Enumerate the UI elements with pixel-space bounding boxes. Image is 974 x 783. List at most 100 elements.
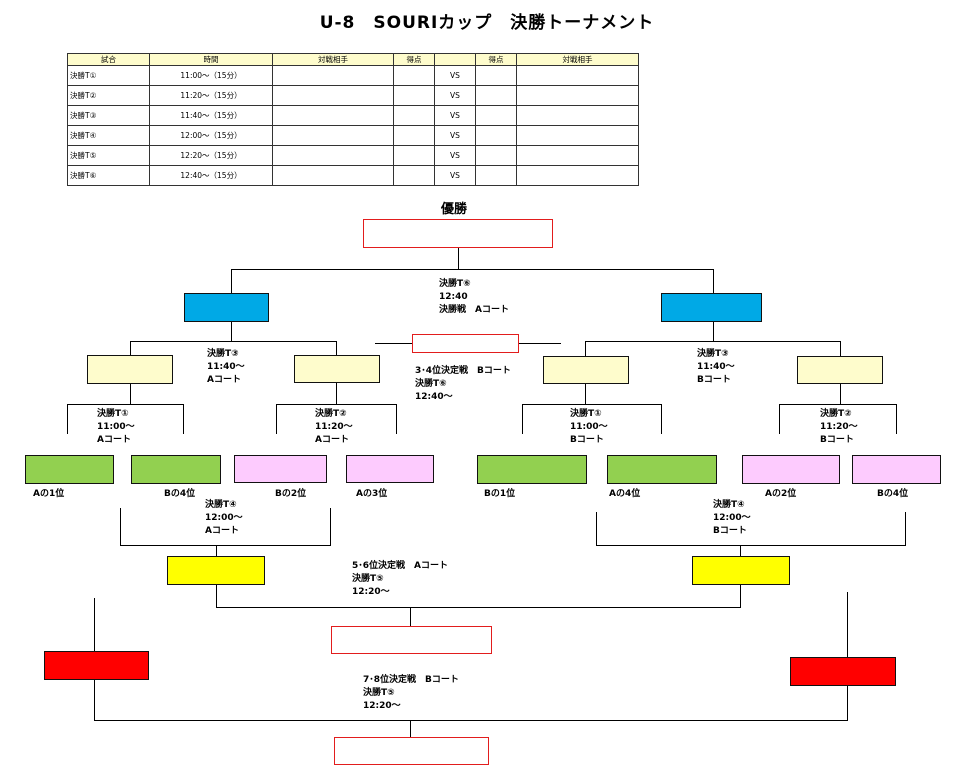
semi-left-b-box[interactable] <box>294 355 380 383</box>
match-cell: 決勝T⑥ <box>67 165 150 186</box>
seed-label-b4: Bの4位 <box>164 489 196 499</box>
opponent-cell[interactable] <box>516 65 639 86</box>
fifth-place-box[interactable] <box>331 626 492 654</box>
score-cell[interactable] <box>475 125 517 146</box>
bracket-line <box>740 545 741 556</box>
time-cell: 11:00～（15分） <box>149 65 273 86</box>
score-cell[interactable] <box>475 145 517 166</box>
seventh-place-box[interactable] <box>334 737 489 765</box>
bracket-line <box>67 404 184 405</box>
bracket-line <box>130 341 337 342</box>
score-cell[interactable] <box>393 125 435 146</box>
left-semi-match: 決勝T③ <box>207 349 239 359</box>
score-cell[interactable] <box>393 165 435 186</box>
header-score-1: 得点 <box>393 53 435 66</box>
bracket-line <box>713 322 714 341</box>
header-opponent-2: 対戦相手 <box>516 53 639 66</box>
match-cell: 決勝T③ <box>67 105 150 126</box>
right-semi-match: 決勝T③ <box>697 349 729 359</box>
score-cell[interactable] <box>475 105 517 126</box>
bracket-line <box>216 607 741 608</box>
bracket-line <box>336 341 337 355</box>
score-cell[interactable] <box>393 105 435 126</box>
bracket-line <box>585 341 841 342</box>
bracket-line <box>585 341 586 356</box>
header-opponent-1: 対戦相手 <box>272 53 394 66</box>
final-right-box[interactable] <box>661 293 762 322</box>
semi-left-a-box[interactable] <box>87 355 173 384</box>
left-semi-court: Aコート <box>207 375 241 385</box>
third-place-box[interactable] <box>412 334 519 353</box>
bracket-line <box>231 322 232 341</box>
seed-box-b4[interactable] <box>131 455 221 484</box>
right-t4-court: Bコート <box>713 526 747 536</box>
opponent-cell[interactable] <box>272 65 394 86</box>
score-cell[interactable] <box>475 165 517 186</box>
opponent-cell[interactable] <box>516 85 639 106</box>
bracket-line <box>120 545 331 546</box>
score-cell[interactable] <box>393 85 435 106</box>
seed-box-b4-right[interactable] <box>852 455 941 484</box>
score-cell[interactable] <box>475 65 517 86</box>
seventh-right-box[interactable] <box>790 657 896 686</box>
bracket-line <box>130 384 131 404</box>
bracket-line <box>458 248 459 269</box>
bracket-line <box>375 343 412 344</box>
seed-box-a3[interactable] <box>346 455 434 483</box>
opponent-cell[interactable] <box>272 165 394 186</box>
seventh-label: 7･8位決定戦 Bコート 決勝T⑤ 12:20～ <box>363 674 459 713</box>
opponent-cell[interactable] <box>516 145 639 166</box>
seed-box-a4[interactable] <box>607 455 717 484</box>
semi-right-a-box[interactable] <box>543 356 629 384</box>
final-court: 決勝戦 Aコート <box>439 305 509 315</box>
time-cell: 11:20～（15分） <box>149 85 273 106</box>
match-cell: 決勝T⑤ <box>67 145 150 166</box>
right-q2-court: Bコート <box>820 435 854 445</box>
match-cell: 決勝T① <box>67 65 150 86</box>
fifth-left-box[interactable] <box>167 556 265 585</box>
fifth-right-box[interactable] <box>692 556 790 585</box>
opponent-cell[interactable] <box>516 105 639 126</box>
opponent-cell[interactable] <box>272 145 394 166</box>
bracket-line <box>740 585 741 607</box>
bracket-line <box>410 720 411 737</box>
left-t4-label: 決勝T④ 12:00～ Aコート <box>205 499 243 538</box>
vs-cell: VS <box>434 65 476 86</box>
left-q2-match: 決勝T② <box>315 409 347 419</box>
bracket-line <box>847 592 848 657</box>
score-cell[interactable] <box>393 65 435 86</box>
bracket-line <box>94 598 95 651</box>
champion-box[interactable] <box>363 219 553 248</box>
bracket-line <box>396 404 397 434</box>
bracket-line <box>183 404 184 434</box>
third-place-label: 3･4位決定戦 Bコート 決勝T⑥ 12:40～ <box>415 365 511 404</box>
seed-label-a2: Aの2位 <box>765 489 797 499</box>
seed-box-b1[interactable] <box>477 455 587 484</box>
semi-right-b-box[interactable] <box>797 356 883 384</box>
seed-box-a1[interactable] <box>25 455 114 484</box>
seed-box-b2[interactable] <box>234 455 327 483</box>
bracket-line <box>231 269 232 293</box>
left-q2-court: Aコート <box>315 435 349 445</box>
bracket-line <box>522 404 662 405</box>
bracket-line <box>410 607 411 626</box>
opponent-cell[interactable] <box>272 105 394 126</box>
final-label: 決勝T⑥ 12:40 決勝戦 Aコート <box>439 278 509 317</box>
vs-cell: VS <box>434 105 476 126</box>
opponent-cell[interactable] <box>272 85 394 106</box>
opponent-cell[interactable] <box>516 125 639 146</box>
opponent-cell[interactable] <box>272 125 394 146</box>
seed-label-a1: Aの1位 <box>33 489 65 499</box>
score-cell[interactable] <box>393 145 435 166</box>
score-cell[interactable] <box>475 85 517 106</box>
seed-box-a2[interactable] <box>742 455 840 484</box>
right-t4-time: 12:00～ <box>713 513 751 523</box>
seed-label-b2: Bの2位 <box>275 489 307 499</box>
bracket-line <box>67 404 68 434</box>
final-left-box[interactable] <box>184 293 269 322</box>
bracket-line <box>585 384 586 404</box>
bracket-line <box>94 720 848 721</box>
seventh-left-box[interactable] <box>44 651 149 680</box>
left-t4-match: 決勝T④ <box>205 500 237 510</box>
opponent-cell[interactable] <box>516 165 639 186</box>
